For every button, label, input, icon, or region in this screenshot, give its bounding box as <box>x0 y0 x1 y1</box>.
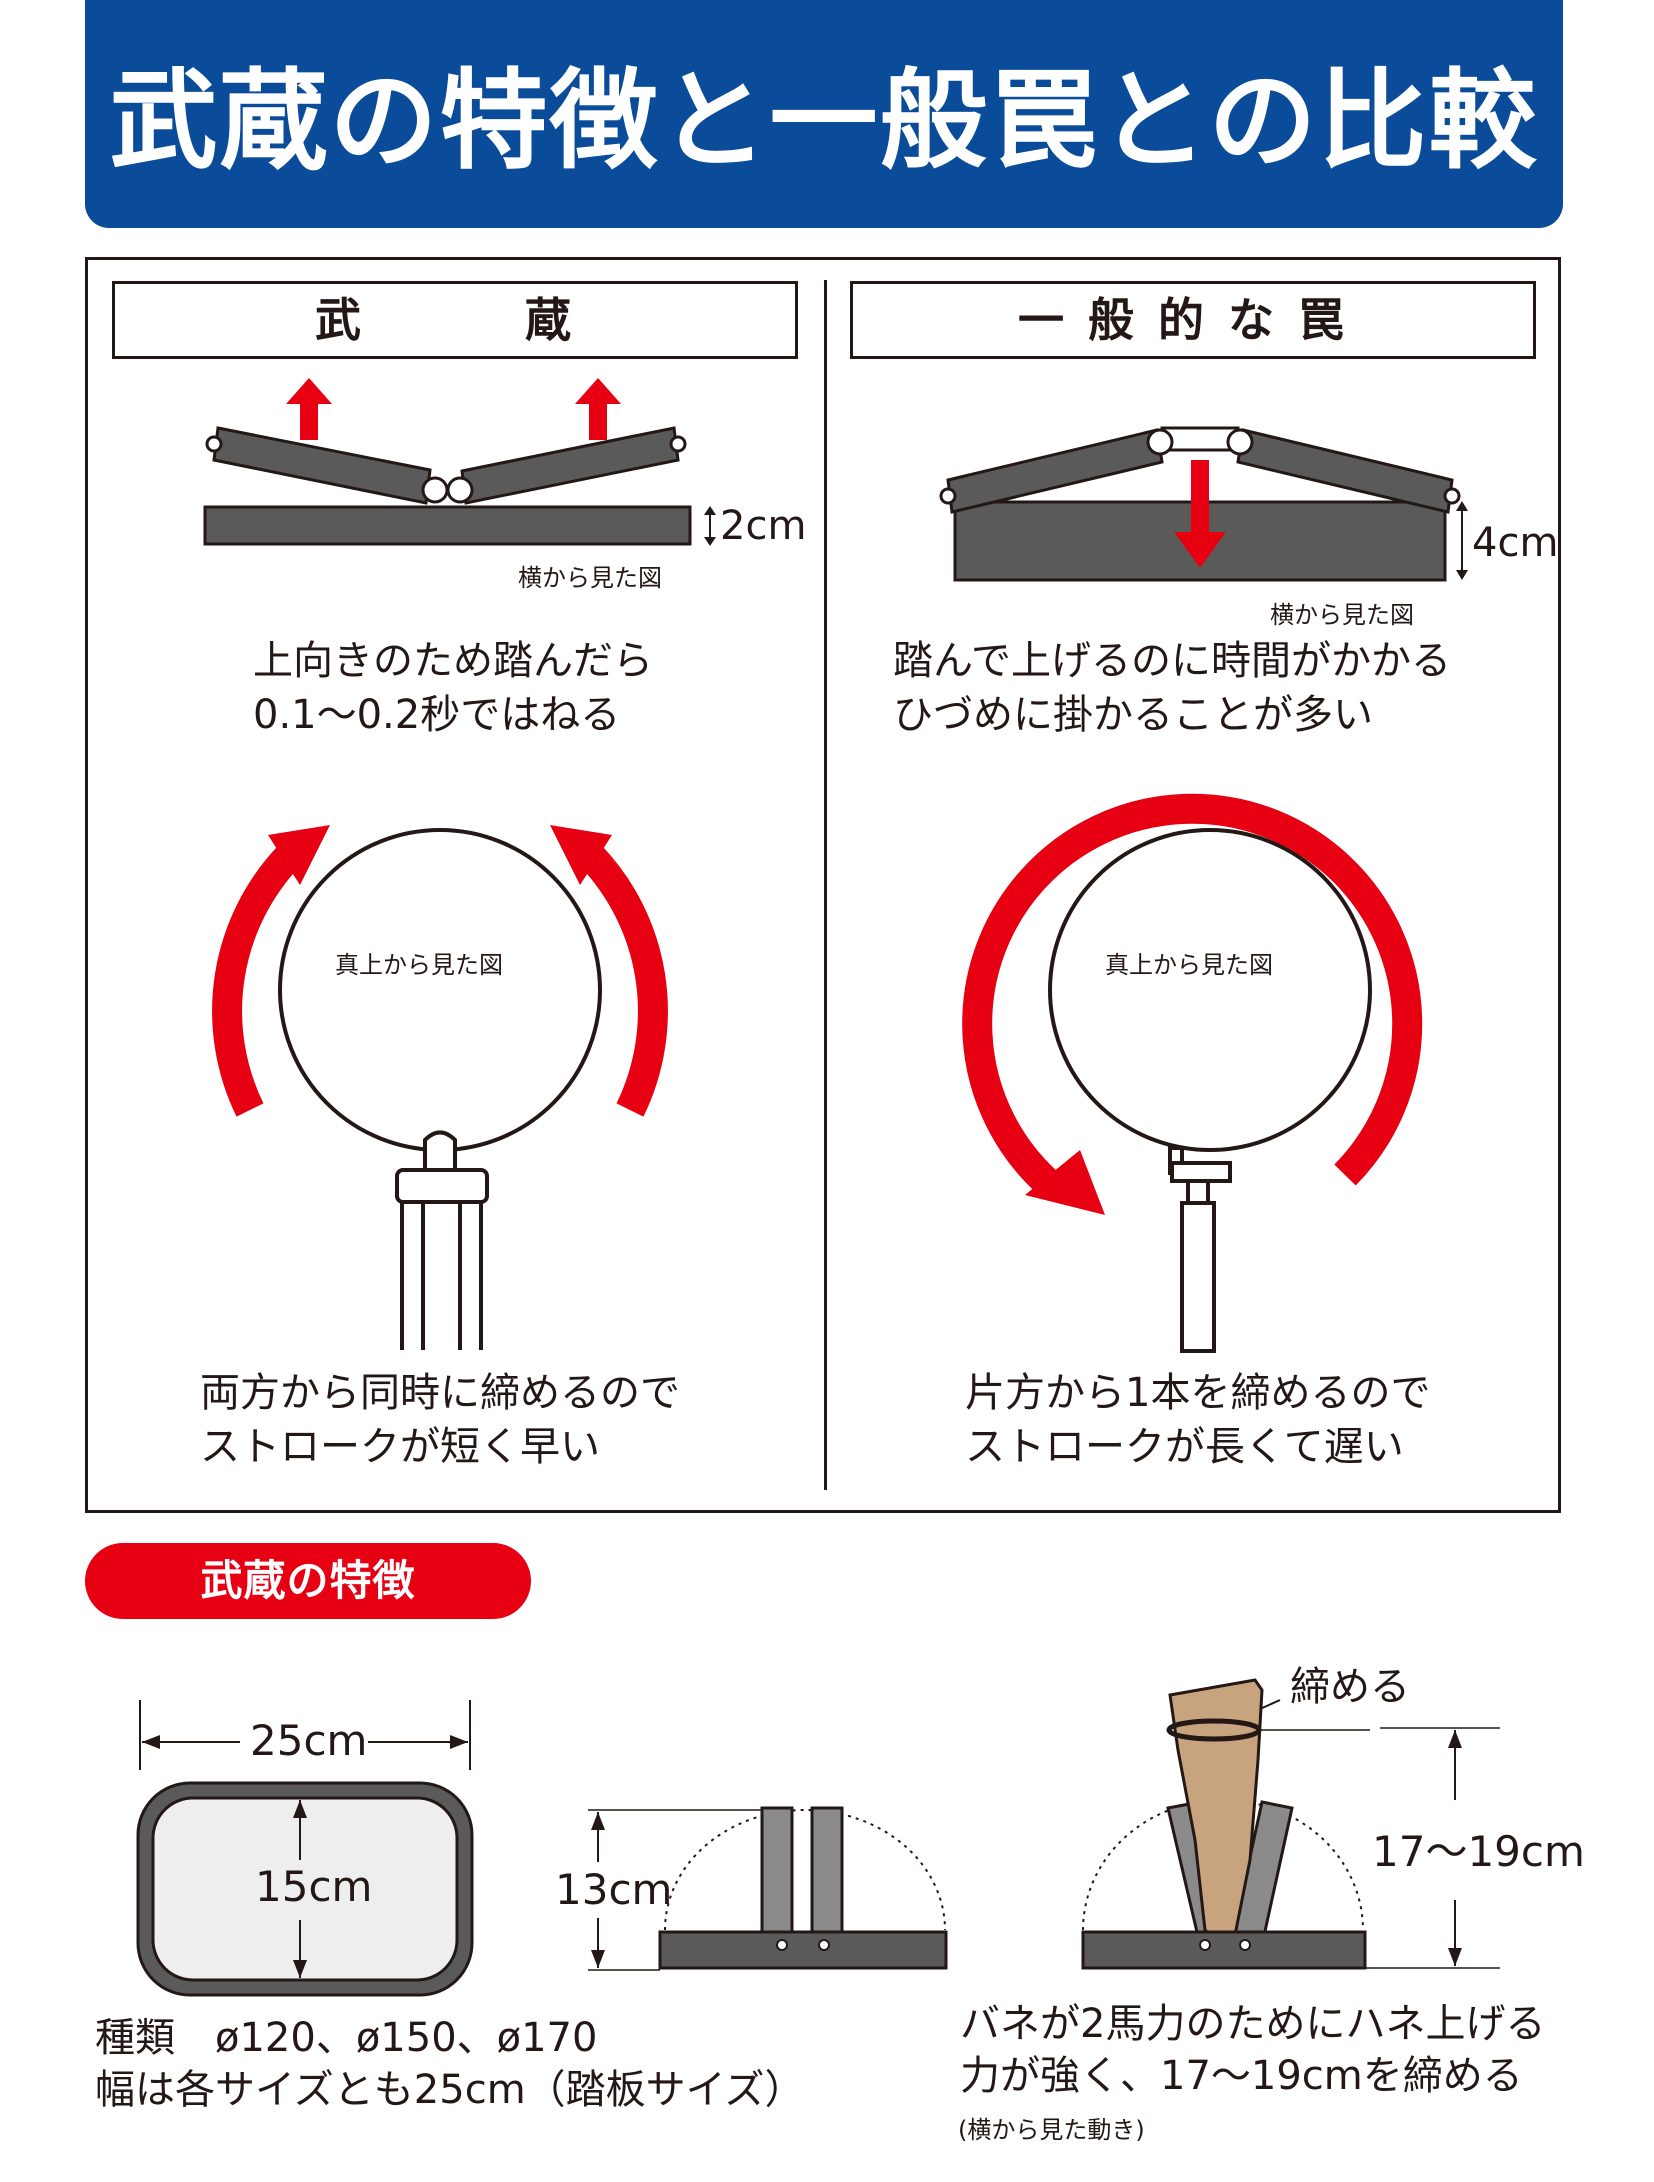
feature-spring-line1: バネが2馬力のためにハネ上げる <box>960 2001 1546 2047</box>
feature-width-line: 幅は各サイズとも25cm（踏板サイズ） <box>95 2067 805 2113</box>
musashi-height-label: 2cm <box>720 503 807 549</box>
features-pill: 武蔵の特徴 <box>85 1543 531 1619</box>
page-title: 武蔵の特徴と一般罠との比較 <box>109 59 1539 184</box>
comparison-frame <box>85 257 1561 1513</box>
musashi-caption1-line2: 0.1〜0.2秒ではねる <box>253 692 621 738</box>
general-caption2-line1: 片方から1本を締めるので <box>965 1370 1431 1416</box>
tighten-label: 締める <box>1290 1664 1410 1710</box>
musashi-heading: 武 蔵 <box>112 281 798 359</box>
title-banner: 武蔵の特徴と一般罠との比較 <box>85 0 1563 228</box>
general-caption1-line1: 踏んで上げるのに時間がかかる <box>893 638 1451 684</box>
musashi-top-label: 真上から見た図 <box>335 951 503 979</box>
general-side-label: 横から見た図 <box>1270 601 1414 629</box>
column-divider <box>824 280 827 1490</box>
plate-width-label: 25cm <box>250 1716 368 1765</box>
range-label: 17〜19cm <box>1372 1827 1585 1876</box>
musashi-side-label: 横から見た図 <box>518 564 662 592</box>
general-caption1-line2: ひづめに掛かることが多い <box>893 692 1373 738</box>
general-top-label: 真上から見た図 <box>1105 951 1273 979</box>
plate-depth-label: 15cm <box>255 1862 373 1911</box>
feature-types-line: 種類 ø120、ø150、ø170 <box>95 2015 598 2061</box>
general-caption2-line2: ストロークが長くて遅い <box>965 1424 1404 1470</box>
musashi-caption2-line1: 両方から同時に締めるので <box>200 1370 680 1416</box>
feature-spring-line2: 力が強く、17〜19cmを締める <box>960 2053 1523 2099</box>
musashi-caption1-line1: 上向きのため踏んだら <box>253 638 653 684</box>
musashi-caption2-line2: ストロークが短く早い <box>200 1424 600 1470</box>
plate-height-label: 13cm <box>555 1865 673 1914</box>
feature-spring-note: (横から見た動き) <box>958 2116 1145 2144</box>
general-height-label: 4cm <box>1472 520 1559 566</box>
general-trap-heading: 一般的な罠 <box>850 281 1536 359</box>
